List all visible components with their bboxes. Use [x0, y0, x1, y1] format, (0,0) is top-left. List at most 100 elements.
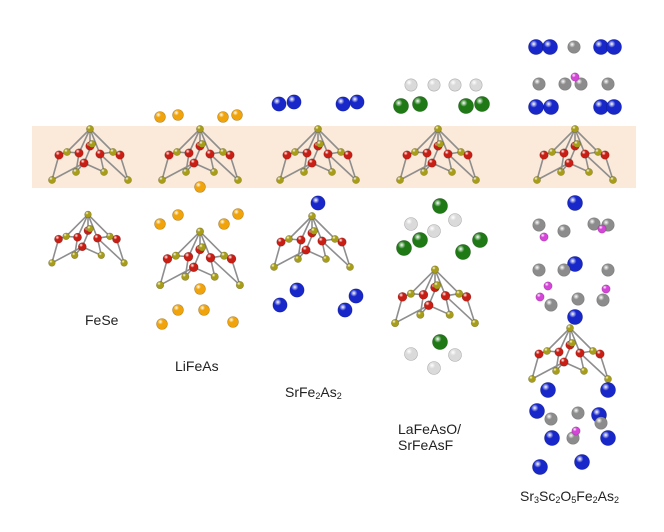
bond	[569, 327, 594, 352]
atom-pnictogen	[430, 265, 440, 274]
formula-part: SrFe	[285, 384, 316, 400]
bond	[579, 352, 609, 380]
bond	[229, 154, 239, 181]
formula-subscript: 3	[534, 495, 540, 505]
bond	[447, 153, 477, 181]
label-srfe2as2: SrFe2As2	[285, 384, 342, 405]
atom-pnictogen	[63, 148, 71, 156]
atom-pnictogen	[62, 232, 70, 241]
atom-fe	[440, 290, 451, 301]
atom-pnictogen	[314, 125, 322, 133]
bond	[209, 153, 239, 181]
atom-pnictogen	[72, 168, 80, 176]
atom-o	[469, 78, 483, 92]
bond	[279, 162, 313, 181]
bond	[65, 213, 89, 237]
atom-pnictogen	[48, 259, 56, 267]
atom-la	[412, 232, 428, 248]
bond	[574, 128, 599, 153]
atom-pnictogen	[210, 168, 218, 176]
atom-pnictogen	[156, 281, 165, 290]
bond	[159, 266, 195, 286]
atom-sr	[348, 288, 364, 304]
atom-pnictogen	[300, 168, 308, 176]
atom-pnictogen	[48, 176, 56, 184]
atom-fe	[112, 234, 121, 244]
atom-sr	[528, 39, 544, 55]
atom-pnictogen	[198, 243, 207, 252]
atom-pnictogen	[308, 212, 316, 220]
atom-pnictogen	[198, 140, 206, 148]
bond	[279, 154, 288, 181]
bond	[199, 230, 225, 257]
atom-li	[172, 304, 184, 316]
atom-la	[393, 98, 409, 114]
atom-pnictogen	[445, 310, 454, 319]
atom-pnictogen	[195, 227, 205, 236]
atom-fe	[115, 150, 125, 160]
atom-sr	[540, 382, 556, 398]
formula-subscript: 2	[315, 391, 321, 401]
bond	[199, 231, 212, 259]
bond	[51, 154, 60, 181]
atom-pnictogen	[120, 259, 128, 267]
bond	[558, 327, 571, 353]
atom-pnictogen	[109, 148, 117, 156]
formula-part: O	[560, 488, 572, 504]
atom-pnictogen	[276, 176, 284, 184]
atom-la	[472, 232, 488, 248]
atom-pnictogen	[604, 375, 612, 383]
bond	[584, 153, 614, 181]
atom-fe	[443, 149, 453, 159]
atom-fe	[302, 148, 312, 158]
atom-pnictogen	[391, 319, 400, 328]
bond	[199, 128, 211, 155]
bond	[422, 269, 436, 296]
atom-sr	[567, 195, 583, 211]
formula-part: Sc	[539, 488, 556, 504]
atom-sr	[542, 39, 558, 55]
bond	[273, 241, 282, 268]
bond	[444, 295, 476, 324]
atom-sr	[567, 256, 583, 272]
atom-pnictogen	[270, 263, 278, 271]
atom-fe	[282, 150, 292, 160]
bond	[176, 128, 201, 153]
formula-subscript: 2	[592, 495, 598, 505]
label-srfeasf: SrFeAsF	[398, 437, 454, 453]
atom-sr	[606, 39, 622, 55]
atom-o	[404, 78, 418, 92]
bond	[51, 246, 83, 264]
atom-li	[194, 181, 206, 193]
bond	[294, 128, 319, 153]
atom-pnictogen	[416, 310, 425, 319]
atom-pnictogen	[472, 176, 480, 184]
atom-o	[427, 78, 441, 92]
atom-sr	[606, 99, 622, 115]
atom-pnictogen	[106, 232, 114, 241]
bond	[78, 128, 91, 154]
bond	[341, 241, 351, 268]
bond	[96, 237, 125, 264]
atom-pnictogen	[70, 251, 79, 260]
atom-pnictogen	[548, 148, 556, 156]
atom-pnictogen	[337, 148, 345, 156]
atom-sr	[567, 309, 583, 325]
atom-fe	[559, 357, 569, 367]
atom-pnictogen	[609, 176, 617, 184]
bond	[51, 238, 60, 264]
atom-fe	[184, 148, 194, 158]
atom-sc	[532, 77, 546, 91]
bond	[89, 128, 101, 155]
atom-sr	[289, 282, 305, 298]
atom-sc	[587, 217, 601, 231]
bond	[531, 361, 565, 380]
atom-sc	[571, 292, 585, 306]
atom-fe	[337, 237, 347, 247]
atom-sr	[337, 302, 353, 318]
atom-f	[535, 292, 545, 302]
atom-fe	[162, 254, 173, 264]
bond	[536, 162, 570, 181]
bond	[437, 128, 462, 153]
bond	[300, 215, 313, 241]
